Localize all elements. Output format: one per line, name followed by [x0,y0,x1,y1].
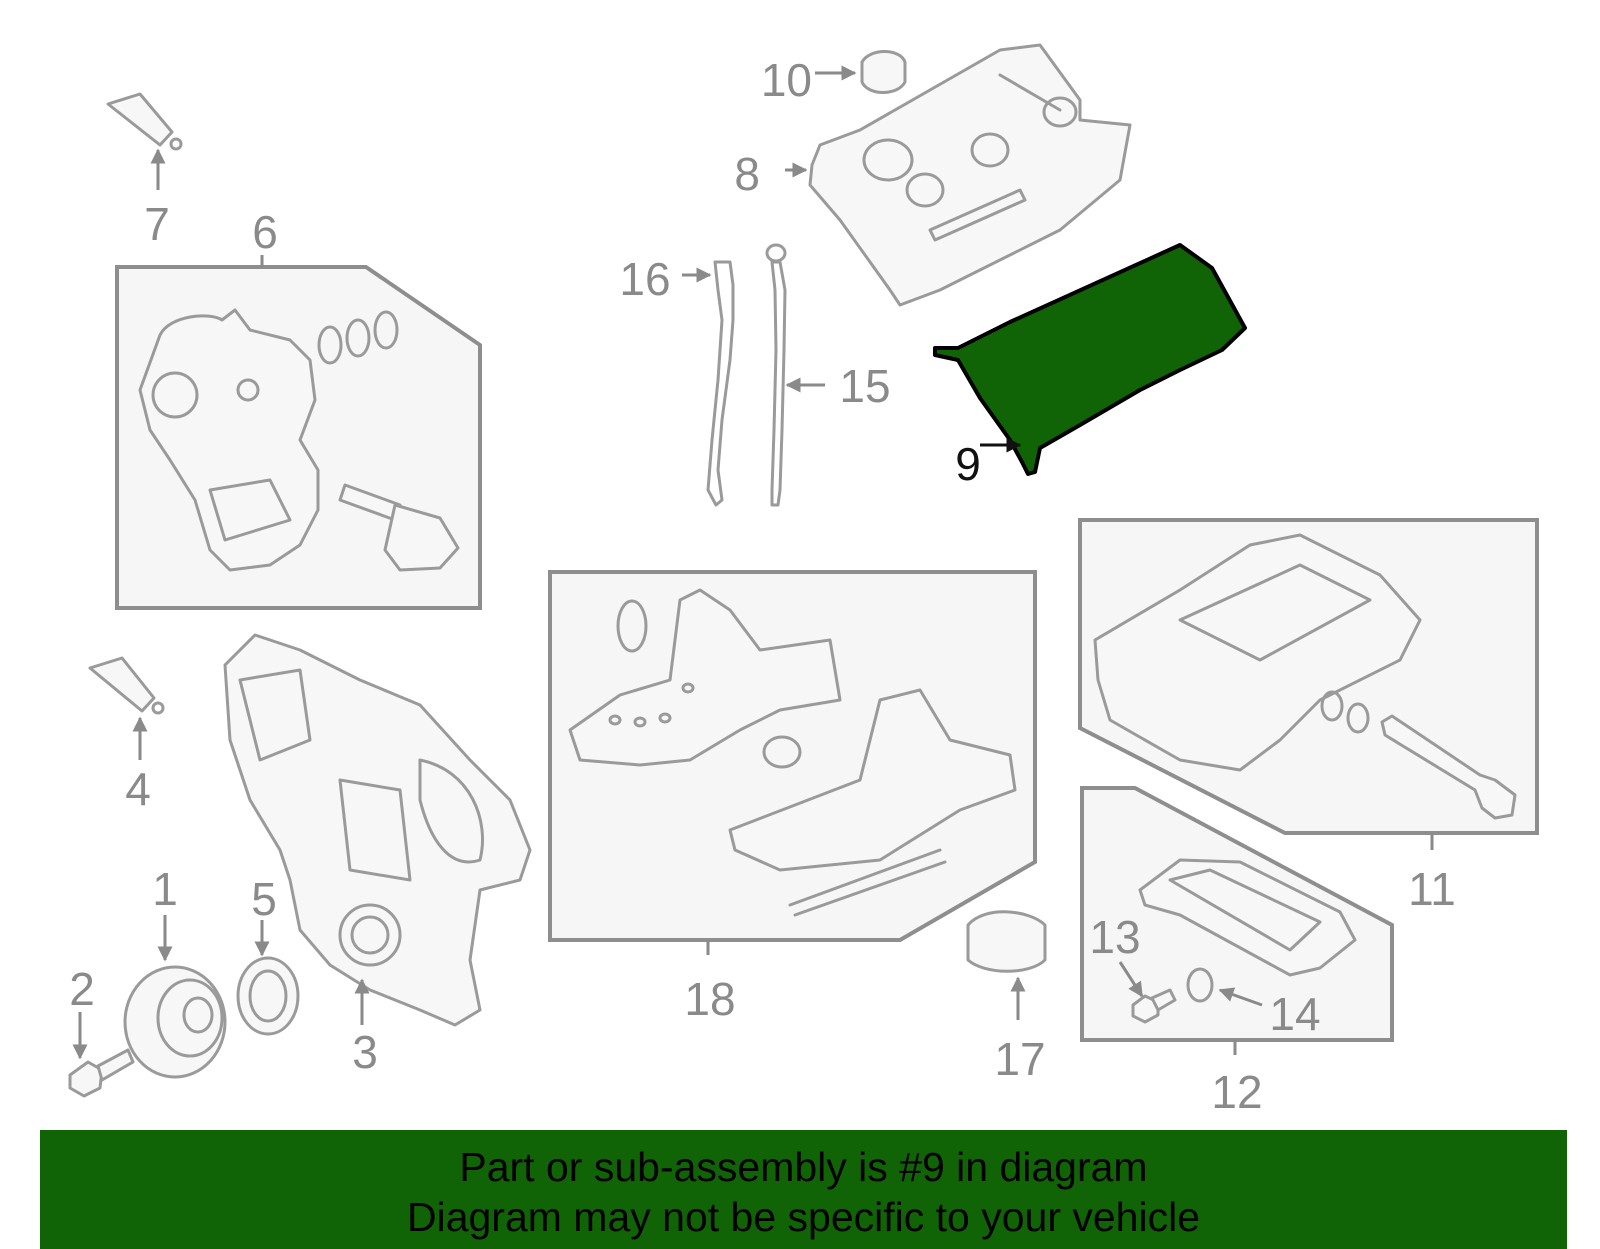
callout-1: 1 [152,863,178,915]
oil-pan-upper-part-11 [1093,533,1517,820]
sealant-tube-part-4 [88,656,165,760]
callout-2: 2 [69,963,95,1015]
crank-pulley-part-1 [123,915,227,1079]
oil-filler-cap-part-10 [815,50,907,94]
dipstick-tube-part-16 [682,260,735,507]
drain-washer-part-14 [1186,967,1263,1007]
callout-10: 10 [761,54,812,106]
callout-13: 13 [1089,911,1140,963]
callout-16: 16 [619,253,670,305]
callout-labels: 1 2 3 4 5 6 7 8 9 10 11 12 13 14 15 16 1… [69,54,1456,1118]
callout-15: 15 [839,360,890,412]
oil-filter-part-17 [966,910,1047,1020]
timing-chain-case-part-3 [223,633,532,1027]
callout-7: 7 [144,198,170,250]
valve-cover-part-8 [785,43,1132,307]
valve-cover-gasket-part-9 [933,243,1247,476]
callout-9: 9 [955,438,981,490]
drain-bolt-part-13 [1118,961,1177,1024]
sealant-tube-part-7 [106,92,183,190]
info-banner: Part or sub-assembly is #9 in diagram Di… [40,1130,1567,1249]
callout-18: 18 [684,973,735,1025]
callout-8: 8 [734,148,760,200]
callout-6: 6 [252,206,278,258]
callout-17: 17 [994,1033,1045,1085]
dipstick-part-15 [765,243,825,507]
callout-5: 5 [251,873,277,925]
callout-11: 11 [1408,863,1456,915]
oil-pan-lower-part-12 [1138,858,1357,977]
front-cover-assembly-part [138,308,460,572]
callout-14: 14 [1269,988,1320,1040]
callout-3: 3 [352,1026,378,1078]
crank-bolt-part-2 [68,1012,135,1098]
callout-12: 12 [1211,1066,1262,1118]
front-seal-part-5 [236,920,300,1036]
callout-4: 4 [125,763,151,815]
engine-gasket-set-part-18 [568,588,1017,917]
banner-line-disclaimer: Diagram may not be specific to your vehi… [406,1194,1200,1240]
banner-line-part: Part or sub-assembly is #9 in diagram [459,1144,1148,1190]
